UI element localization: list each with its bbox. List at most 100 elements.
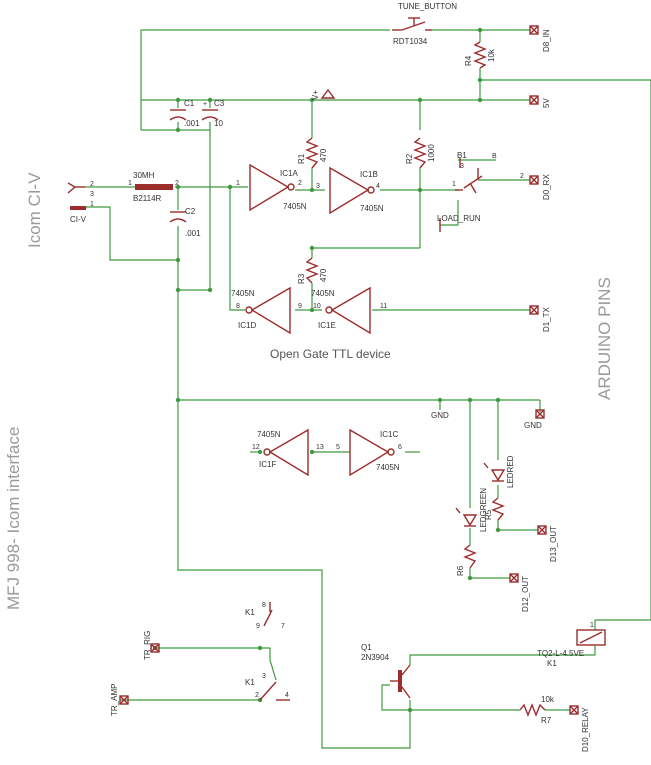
ic1a-pin-2: 2 [298,180,302,187]
load-run-switch [439,158,483,232]
b1-label: B1 [457,151,467,160]
r1-label: R1 [297,153,306,164]
tune-button-label: TUNE_BUTTON [398,2,457,11]
k1-contact-upper [263,602,273,627]
mfj-interface-title: MFJ 998- Icom interface [4,427,23,610]
vplus-symbol [320,88,336,99]
ic1c-chip: 7405N [376,463,400,472]
ic1e-pin-11: 11 [380,303,387,310]
q1-part: 2N3904 [361,653,390,662]
rdt-label: RDT1034 [393,37,428,46]
wires [85,29,651,749]
connector-tr-amp [119,695,129,705]
ic1b-pin-4: 4 [376,183,380,190]
ic1c-label: IC1C [380,430,398,439]
k1-pin-9: 9 [256,623,260,630]
inductor-value: 30MH [133,171,155,180]
load-run-label: LOAD_RUN [437,214,481,223]
arduino-pins-title: ARDUINO PINS [595,277,614,400]
ic1b-inverter [329,166,375,215]
icom-civ-title: Icom CI-V [25,172,44,248]
r5-label: R5 [484,509,493,520]
ic1a-chip: 7405N [283,202,307,211]
r4-label: R4 [464,55,473,66]
c2-value: .001 [185,229,201,238]
ic1e-chip: 7405N [311,289,335,298]
r1-resistor [305,137,319,169]
tune-button-switch [392,17,432,31]
b1-pin-3: 3 [460,163,464,170]
r7-label: R7 [541,716,552,725]
civ-pin-2: 2 [90,181,94,188]
ic1c-inverter [349,428,395,477]
r4-resistor [473,41,487,69]
connector-d12 [509,573,519,583]
ic1f-label: IC1F [259,460,276,469]
5v-label: 5V [542,98,551,108]
connector-tr-rig [150,643,160,653]
civ-pin-1: 1 [90,201,94,208]
ic1d-label: IC1D [238,321,256,330]
ic1c-pin-6: 6 [398,444,402,451]
k1-pin-7: 7 [281,623,285,630]
relay-label: K1 [547,659,557,668]
connector-d10 [569,705,579,715]
r2-resistor [413,137,427,169]
connector-5v [529,95,539,105]
tr-rig-label: TR_RIG [143,631,152,660]
ic1e-pin-10: 10 [313,303,321,310]
b1-pin-b: B [492,153,497,160]
civ-connector [67,182,86,210]
inductor-30mh [135,184,173,190]
connector-d8 [529,25,539,35]
r1-value: 470 [319,148,328,162]
k1-lower-label: K1 [245,678,255,687]
b1-pin-1: 1 [452,181,456,188]
k1-upper-label: K1 [245,608,255,617]
k1-pin-8: 8 [262,602,266,609]
d10-label: D10_RELAY [581,707,590,752]
r2-label: R2 [405,153,414,164]
c3-capacitor: + [201,101,219,121]
open-gate-note: Open Gate TTL device [270,347,391,361]
c1-label: C1 [184,99,195,108]
r3-resistor [305,257,319,284]
relay-pin-1: 1 [590,622,594,629]
inductor-part: B2114R [133,194,162,203]
b1-pin-2: 2 [520,173,524,180]
ic1d-pin-9: 9 [298,303,302,310]
r6-label: R6 [456,565,465,576]
inductor-pin-2: 2 [175,180,179,187]
d0-label: D0_RX [542,174,551,200]
q1-label: Q1 [361,643,372,652]
tr-amp-label: TR_AMP [110,684,119,716]
ic1f-inverter [263,428,309,477]
ic1e-label: IC1E [318,321,336,330]
ic1f-chip: 7405N [257,430,281,439]
ic1f-pin-12: 12 [252,444,260,451]
ic1e-inverter [325,286,371,335]
ic1b-pin-3: 3 [316,183,320,190]
led-red-label: LEDRED [506,455,515,488]
r3-label: R3 [297,273,306,284]
d8-label: D8_IN [542,29,551,52]
r7-resistor [519,703,546,717]
connector-gnd [535,409,545,419]
r5-resistor [491,497,505,521]
led-green [455,507,478,527]
relay-coil [576,629,606,646]
gnd-label: GND [431,411,449,420]
ic1d-chip: 7405N [231,289,255,298]
civ-label: CI-V [70,215,87,224]
r7-value: 10k [541,695,555,704]
ic1c-pin-5: 5 [336,444,340,451]
relay-part: TQ2-L-4.5VE [537,649,584,658]
ic1d-inverter [245,286,291,335]
c3-value: 10 [214,119,223,128]
led-red [483,462,506,482]
d13-label: D13_OUT [549,526,558,562]
c2-label: C2 [185,207,196,216]
gnd-connector-label: GND [524,421,542,430]
k1-pin-2: 2 [255,692,259,699]
